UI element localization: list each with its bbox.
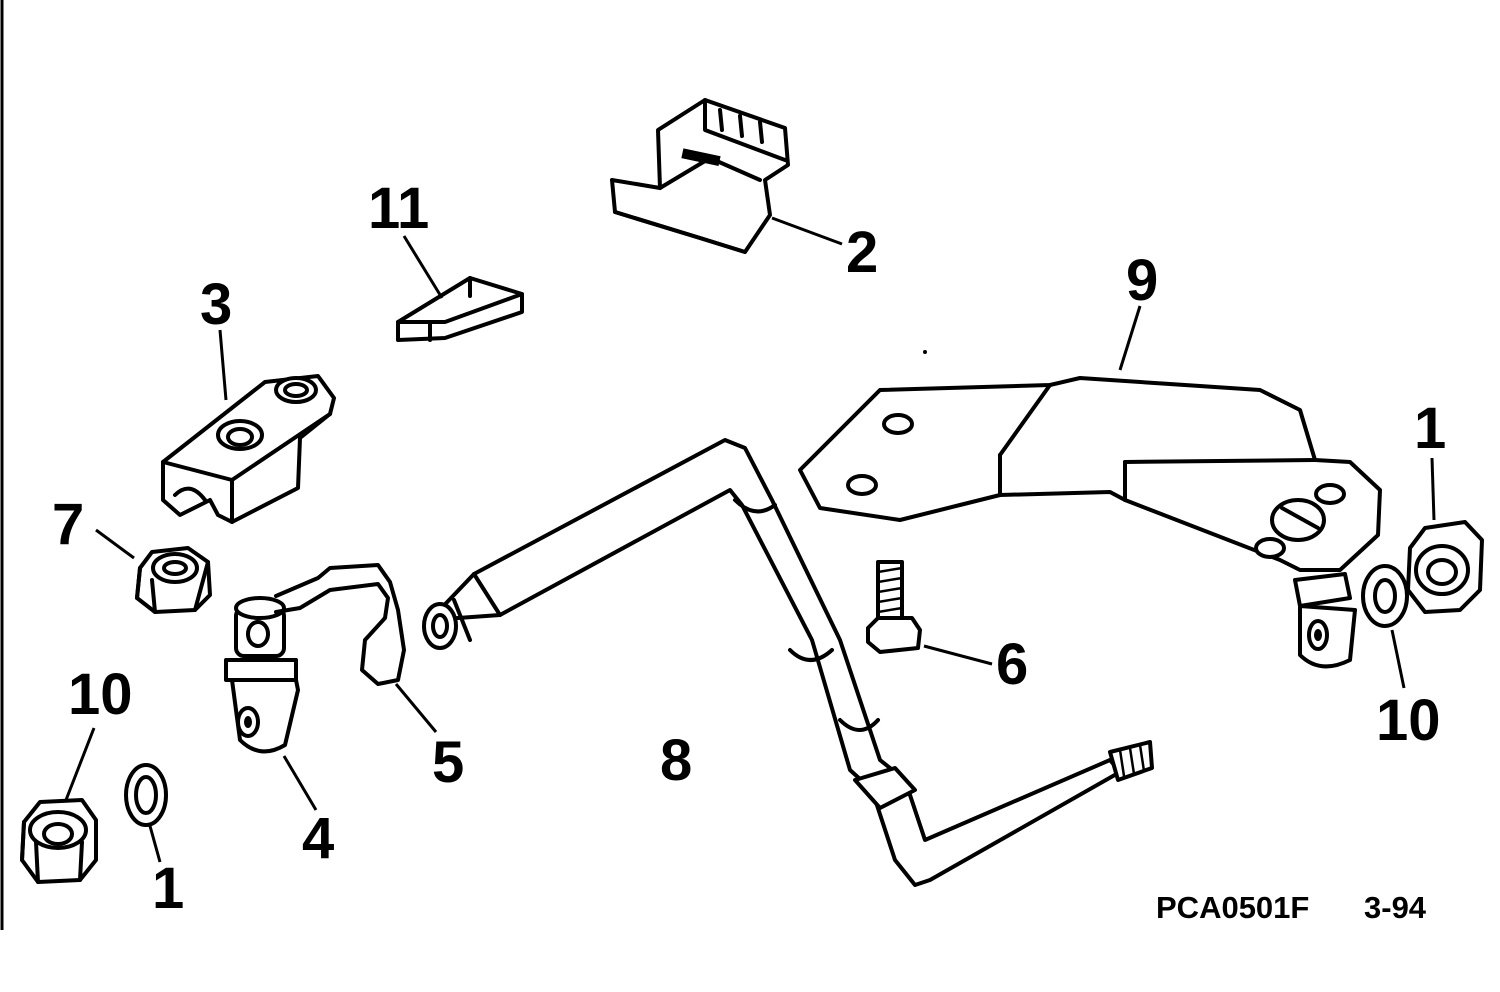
callout-1-left: 1 (152, 856, 184, 921)
part-ball-joint-right (1293, 572, 1357, 669)
part-11-clip (396, 276, 524, 342)
part-1-left-washer (124, 763, 168, 827)
callout-10-right: 10 (1376, 688, 1441, 753)
callout-10-left: 10 (68, 662, 133, 727)
part-2-clamp-bracket (610, 98, 790, 254)
part-3-guide-block (161, 374, 336, 524)
leader-10-right (1390, 629, 1406, 689)
part-1-right-nut (1406, 520, 1484, 614)
leader-1-left (148, 825, 162, 863)
callout-7: 7 (52, 492, 84, 557)
part-7-nut (135, 546, 212, 614)
leader-11 (402, 235, 444, 299)
leader-2 (771, 216, 843, 246)
drawing-date: 3-94 (1364, 890, 1427, 925)
part-10-right-washer (1361, 564, 1409, 628)
callout-4: 4 (302, 806, 334, 871)
callout-1-right: 1 (1414, 396, 1446, 461)
leader-5 (394, 683, 438, 733)
part-10-left-nut (20, 798, 98, 884)
callout-5: 5 (432, 730, 464, 795)
leader-6 (923, 644, 993, 666)
leader-10-left (64, 727, 96, 801)
speck (923, 350, 927, 354)
callout-6: 6 (996, 632, 1028, 697)
leader-lines (64, 216, 1436, 863)
callout-9: 9 (1126, 248, 1158, 313)
leader-9 (1118, 305, 1142, 371)
callout-2: 2 (846, 220, 878, 285)
callout-11: 11 (368, 176, 429, 241)
part-6-screw (866, 560, 922, 654)
part-9-lever-plate (798, 376, 1382, 572)
drawing-code: PCA0501F (1156, 890, 1309, 925)
part-5-spring-clip (274, 563, 406, 686)
part-4-ball-joint (224, 596, 300, 754)
callout-8: 8 (660, 728, 692, 793)
callout-3: 3 (200, 272, 232, 337)
leader-3 (218, 329, 228, 401)
leader-1-right (1430, 457, 1436, 521)
part-8-rod (422, 438, 1154, 887)
leader-7 (95, 528, 135, 560)
leader-4 (282, 755, 318, 811)
